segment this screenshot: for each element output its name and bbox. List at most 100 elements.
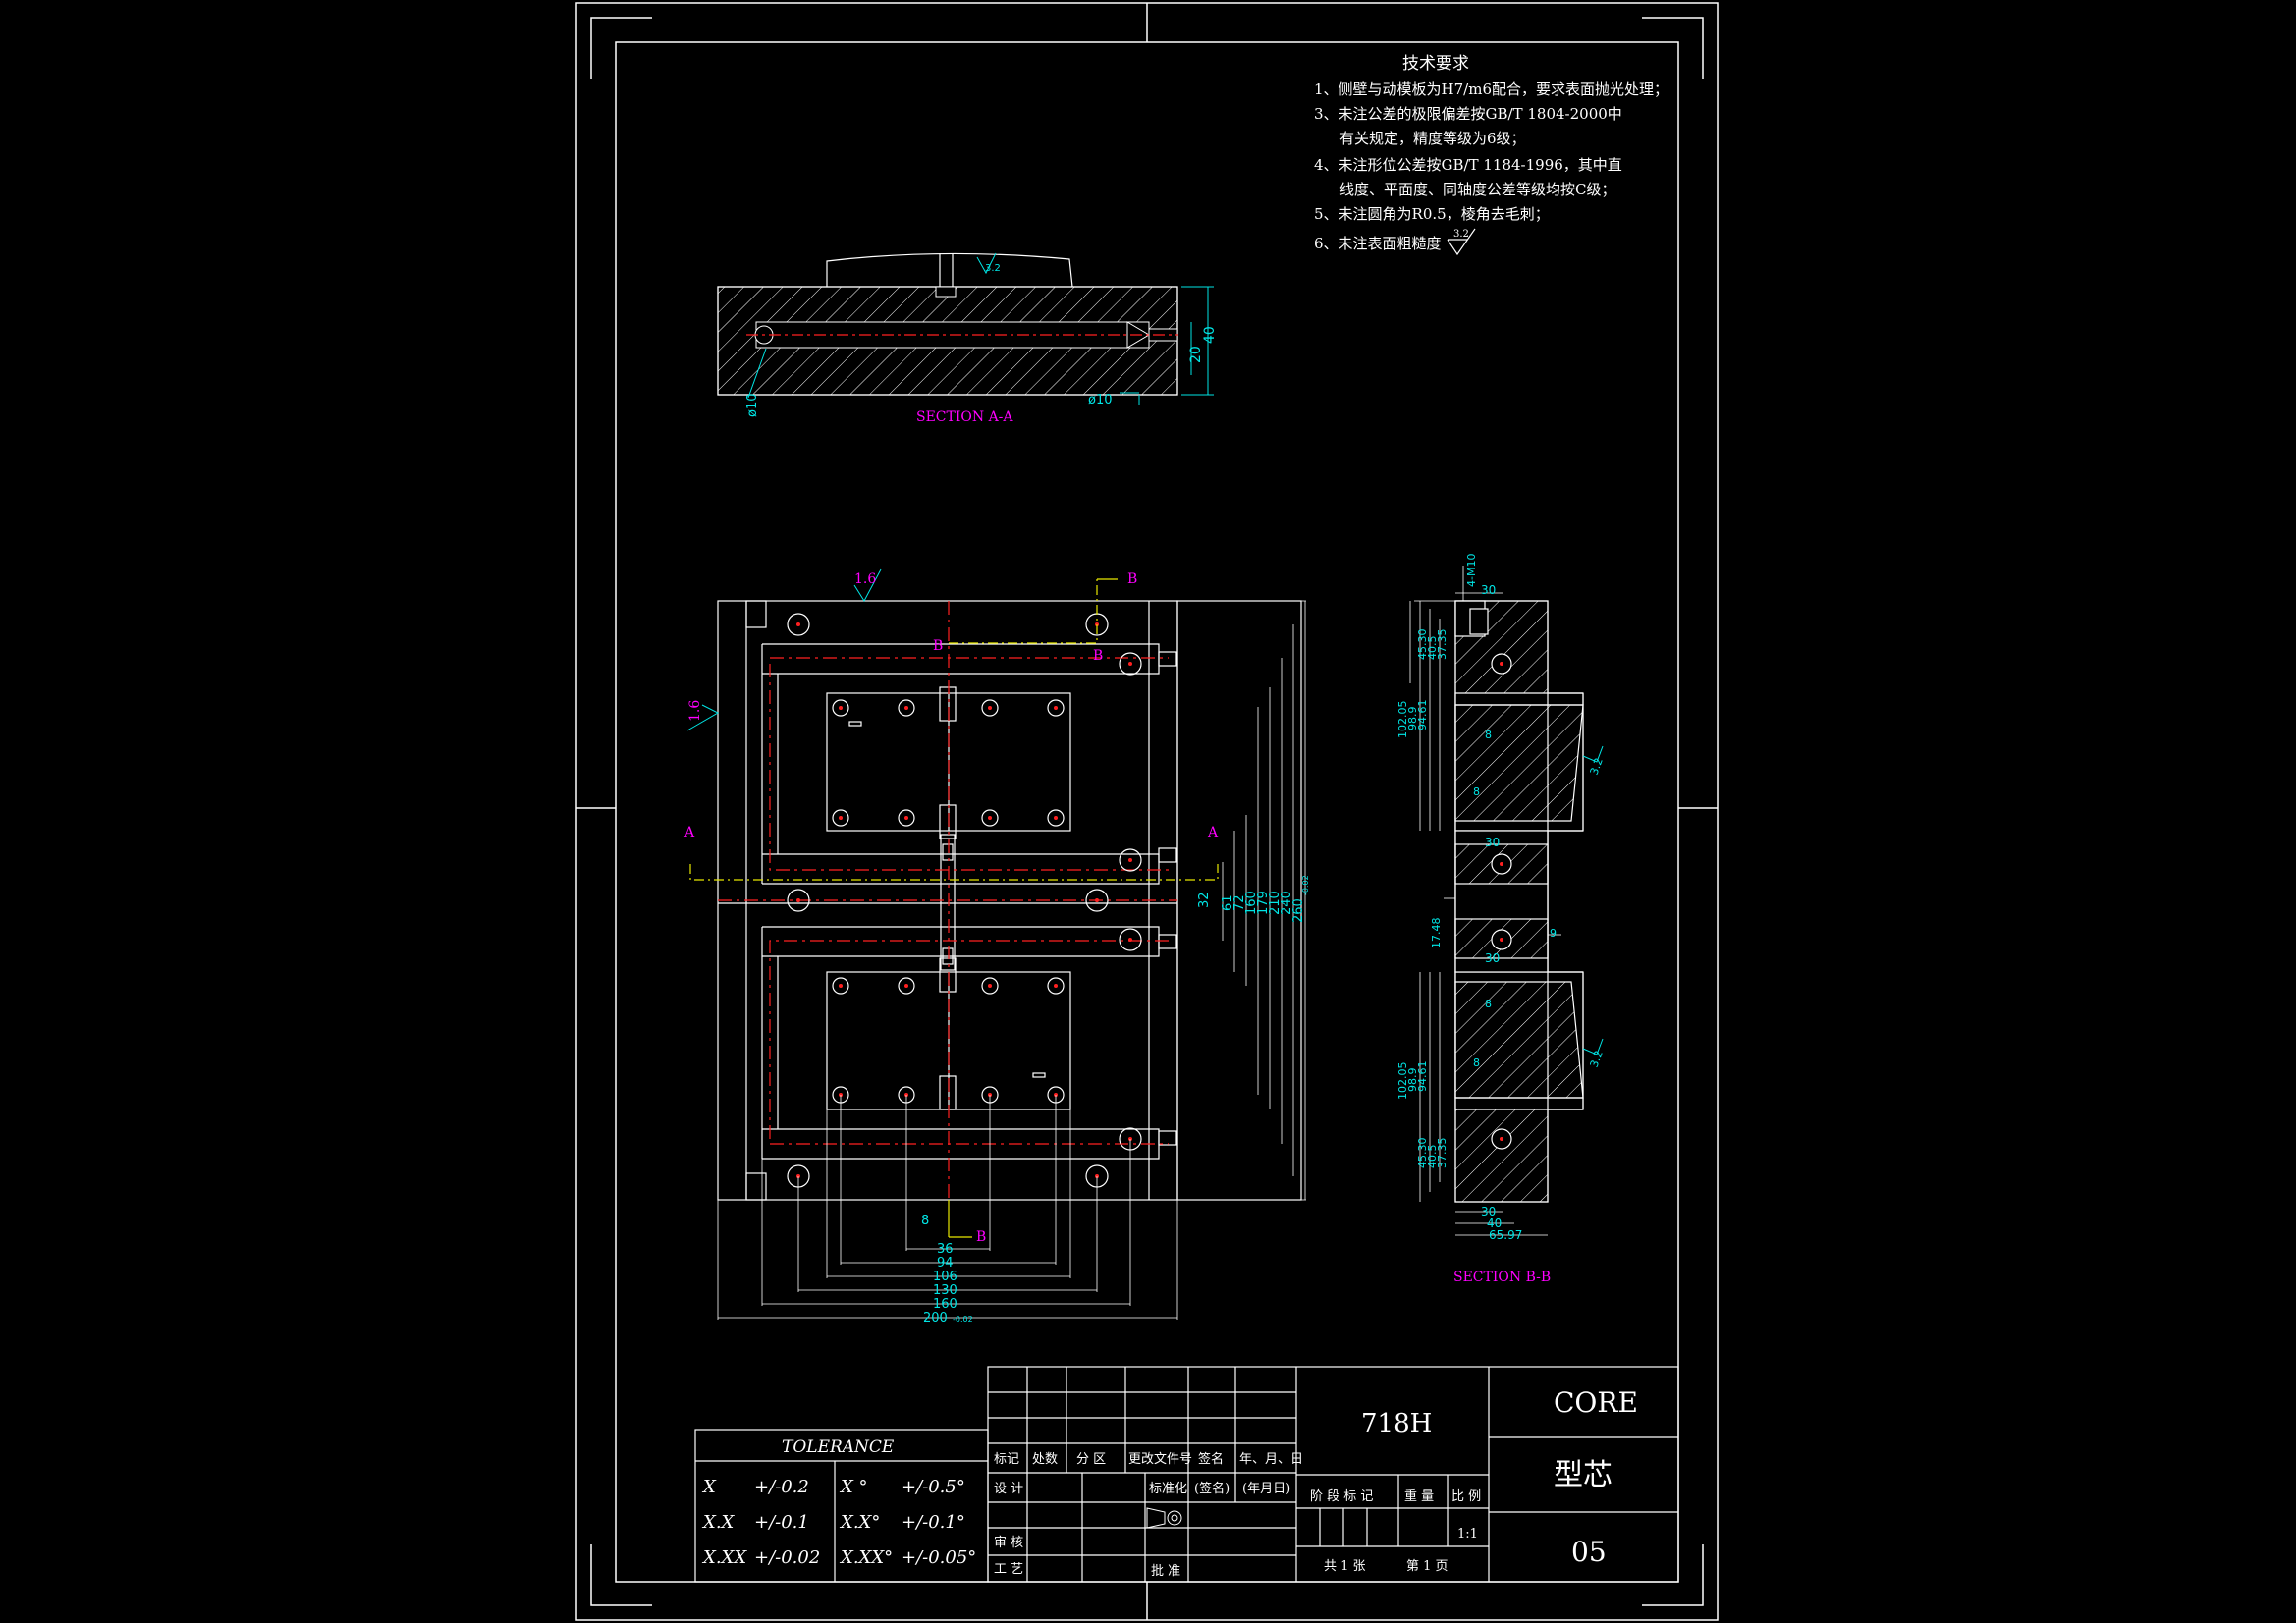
plan-roughness-left: 1.6 (687, 700, 703, 722)
tech-line-1: 1、侧壁与动模板为H7/m6配合，要求表面抛光处理； (1314, 81, 1668, 98)
roughness-value: 3.2 (1453, 229, 1469, 240)
tb-h-date: 年、月、日 (1239, 1452, 1303, 1467)
cut-b-top: B (1127, 571, 1137, 587)
bb-roughness-top: 3.2 (1588, 756, 1606, 777)
bb-w65-97: 65.97 (1489, 1228, 1522, 1242)
plan-dim-r-61: 61 (1221, 894, 1235, 911)
tech-requirements: 技术要求 1、侧壁与动模板为H7/m6配合，要求表面抛光处理； 3、未注公差的极… (1314, 54, 1668, 256)
projection-symbol (1146, 1507, 1182, 1529)
tech-line-2: 3、未注公差的极限偏差按GB/T 1804-2000中 (1314, 105, 1622, 123)
bb-roughness-bot: 3.2 (1588, 1049, 1606, 1069)
aa-dim-phi10-left: ø10 (745, 394, 760, 418)
tb-review: 审 核 (994, 1536, 1023, 1550)
tol-row2-v1: +/-0.1 (754, 1512, 809, 1533)
aa-dim-40: 40 (1202, 326, 1218, 344)
tech-line-6: 5、未注圆角为R0.5，棱角去毛刺； (1314, 205, 1550, 223)
bb-angle-2: 8 (1473, 785, 1480, 798)
plan-dim-b-200: 200 (923, 1311, 948, 1325)
plan-dim-b-130: 130 (933, 1283, 957, 1298)
bb-9: 9 (1550, 927, 1557, 940)
bb-40-5-b: 40.5 (1426, 1145, 1439, 1169)
bb-17-48: 17.48 (1430, 918, 1443, 949)
plan-holes (787, 613, 1142, 1188)
tol-row2-v2: +/-0.1° (902, 1512, 965, 1533)
bb-thread: 4-M10 (1465, 554, 1478, 587)
tol-row3-v2: +/-0.05° (902, 1547, 976, 1568)
plan-dim-b-36: 36 (937, 1242, 954, 1257)
tol-row3-v1: +/-0.02 (754, 1547, 820, 1568)
plan-dim-b-94: 94 (937, 1256, 954, 1271)
tb-h-count: 处数 (1032, 1452, 1058, 1467)
bb-mid30b: 30 (1485, 951, 1500, 965)
title-block: 标记 处数 分 区 更改文件号 签名 年、月、日 设 计 标准化 (签名) (年… (987, 1366, 1679, 1583)
plan-dim-r-210: 210 (1268, 891, 1283, 915)
tb-name-cn: 型芯 (1554, 1458, 1613, 1492)
tol-row1-k2: X ° (839, 1477, 868, 1497)
tb-design: 设 计 (994, 1482, 1023, 1496)
section-bb: 4-M10 30 45.30 40.5 37.35 102.05 98.9 94… (1396, 554, 1606, 1285)
bb-angle-1: 8 (1485, 729, 1492, 741)
cut-b-bottom: B (976, 1229, 986, 1245)
bb-w30-bot: 30 (1481, 1205, 1496, 1218)
tol-row1-k1: X (701, 1477, 717, 1497)
bb-37-35-b: 37.35 (1436, 1138, 1449, 1169)
bb-section-label: SECTION B-B (1453, 1270, 1551, 1285)
tol-row1-v1: +/-0.2 (754, 1477, 809, 1497)
tech-title: 技术要求 (1402, 54, 1469, 74)
aa-dim-phi10-bottom: ø10 (1088, 393, 1113, 407)
tech-line-3: 有关规定，精度等级为6级； (1339, 130, 1526, 147)
plan-dim-r-240: 240 (1280, 891, 1294, 915)
tech-line-7: 6、未注表面粗糙度 (1314, 235, 1442, 252)
bb-94-61-t: 94.61 (1416, 700, 1429, 731)
plan-view: A A B B B B 1.6 1.6 32 61 72 160 179 (683, 568, 1310, 1325)
bb-98-9-t: 98.9 (1406, 707, 1419, 731)
tb-sheet: 第 1 页 (1406, 1559, 1449, 1574)
aa-dim-20: 20 (1188, 346, 1204, 363)
bb-94-61-b: 94.61 (1416, 1061, 1429, 1093)
bb-102-05-t: 102.05 (1396, 701, 1409, 739)
tol-row3-k1: X.XX (701, 1547, 747, 1568)
tb-drawing-no: 05 (1571, 1536, 1607, 1568)
bb-40-5-t: 40.5 (1426, 636, 1439, 661)
tb-standardize: 标准化 (1149, 1482, 1187, 1496)
cut-b-top2: B (933, 638, 943, 654)
bb-angle-3: 8 (1485, 998, 1492, 1010)
bb-45-30-b: 45.30 (1416, 1138, 1429, 1169)
tolerance-title: TOLERANCE (782, 1437, 895, 1457)
tb-material: 718H (1361, 1409, 1432, 1438)
bb-w40-bot: 40 (1487, 1217, 1502, 1230)
tb-process: 工 艺 (994, 1562, 1023, 1577)
tb-h-mark: 标记 (994, 1452, 1019, 1467)
bb-45-30-t: 45.30 (1416, 629, 1429, 661)
tol-row2-k2: X.X° (839, 1512, 880, 1533)
tb-name-en: CORE (1554, 1386, 1638, 1419)
tb-sign: (签名) (1194, 1481, 1230, 1496)
plan-dim-r-160: 160 (1244, 891, 1259, 915)
tb-stage: 阶 段 标 记 (1310, 1489, 1373, 1504)
tb-approve: 批 准 (1151, 1564, 1180, 1579)
plan-dim-b-160: 160 (933, 1297, 957, 1312)
tb-total-sheets: 共 1 张 (1324, 1559, 1366, 1574)
plan-dim-r-179: 179 (1256, 891, 1271, 915)
tb-h-change: 更改文件号 (1128, 1452, 1192, 1467)
tech-line-5: 线度、平面度、同轴度公差等级均按C级； (1339, 181, 1615, 198)
tb-h-zone: 分 区 (1076, 1452, 1106, 1467)
plan-dim-r-72: 72 (1232, 894, 1247, 911)
bb-angle-4: 8 (1473, 1056, 1480, 1069)
bb-w30-top: 30 (1481, 583, 1496, 597)
section-aa: 40 20 ø10 ø10 3.2 SECTION A-A (717, 252, 1218, 425)
tolerance-table: TOLERANCE X +/-0.2 X ° +/-0.5° X.X +/-0.… (694, 1429, 989, 1583)
cut-a-left: A (683, 825, 695, 840)
plan-dim-r-260: 260 (1291, 898, 1306, 923)
bb-98-9-b: 98.9 (1406, 1068, 1419, 1093)
tb-h-sign: 签名 (1198, 1451, 1224, 1467)
tech-line-4: 4、未注形位公差按GB/T 1184-1996，其中直 (1314, 156, 1622, 174)
cut-b-mid: B (1093, 648, 1103, 664)
tol-row1-v2: +/-0.5° (902, 1477, 965, 1497)
tol-row2-k1: X.X (701, 1512, 736, 1533)
bb-mid30a: 30 (1485, 836, 1500, 849)
plan-dim-8: 8 (921, 1214, 929, 1228)
aa-roughness: 3.2 (985, 263, 1001, 274)
plan-dim-r-32: 32 (1197, 892, 1212, 908)
